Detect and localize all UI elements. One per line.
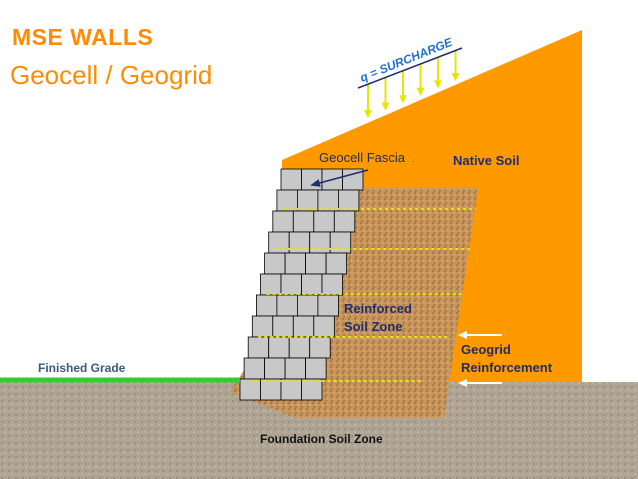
foundation-soil-label: Foundation Soil Zone [260, 432, 383, 446]
fascia-block [313, 315, 335, 338]
geogrid-layers [249, 208, 476, 382]
fascia-block [260, 378, 282, 401]
fascia-block [284, 252, 307, 275]
surcharge-arrowhead [381, 102, 390, 111]
fascia-block [305, 252, 327, 275]
fascia-block [321, 273, 343, 296]
page-subtitle: Geocell / Geogrid [10, 60, 213, 90]
fascia-block [317, 294, 339, 317]
surcharge-arrows [364, 50, 460, 118]
fascia-block [272, 210, 294, 233]
fascia-block [264, 252, 286, 275]
fascia-block [288, 336, 311, 359]
surcharge-label: q = SURCHARGE [358, 35, 455, 85]
geogrid-arrowhead-lower [458, 379, 467, 387]
surcharge-arrowhead [451, 73, 460, 81]
fascia-block [292, 210, 315, 233]
surcharge-bar [357, 47, 463, 89]
geocell-fascia-pointer [310, 169, 369, 187]
fascia-block [243, 357, 266, 380]
fascia-block [268, 336, 290, 359]
fascia-block [296, 294, 319, 317]
fascia-block [284, 357, 307, 380]
reinforced-soil-label-line2: Soil Zone [344, 319, 403, 334]
fascia-block [296, 189, 319, 212]
fascia-block [280, 273, 302, 296]
page-title: MSE WALLS [12, 24, 154, 50]
fascia-block [301, 378, 323, 401]
geogrid-arrowhead-upper [458, 331, 467, 339]
fascia-block [333, 210, 356, 233]
fascia-block [251, 315, 274, 338]
fascia-block [280, 168, 302, 191]
finished-grade-label: Finished Grade [38, 361, 126, 375]
reinforced-soil-label-line1: Reinforced [344, 301, 412, 316]
surcharge-arrowhead [416, 87, 425, 96]
fascia-block [276, 294, 298, 317]
fascia-block [247, 336, 270, 359]
fascia-block [255, 294, 278, 317]
fascia-block [313, 210, 335, 233]
surcharge-arrowhead [434, 80, 442, 89]
geocell-fascia-blocks [239, 168, 364, 401]
geocell-fascia-label: Geocell Fascia [319, 150, 406, 165]
fascia-block [292, 315, 315, 338]
fascia-block [264, 357, 286, 380]
fascia-block [337, 189, 360, 212]
geogrid-label-line1: Geogrid [461, 342, 511, 357]
fascia-block [272, 315, 294, 338]
fascia-block [239, 378, 261, 401]
fascia-block [280, 378, 302, 401]
fascia-block [260, 273, 282, 296]
fascia-block [325, 252, 348, 275]
fascia-block [309, 336, 331, 359]
fascia-block [301, 273, 323, 296]
geogrid-label-line2: Reinforcement [461, 360, 553, 375]
surcharge-arrowhead [399, 95, 407, 104]
fascia-block [317, 189, 339, 212]
surcharge-arrowhead [364, 110, 372, 118]
fascia-block [305, 357, 327, 380]
fascia-block [276, 189, 298, 212]
native-soil-label: Native Soil [453, 153, 519, 168]
fascia-block [268, 231, 290, 254]
fascia-block [301, 168, 323, 191]
